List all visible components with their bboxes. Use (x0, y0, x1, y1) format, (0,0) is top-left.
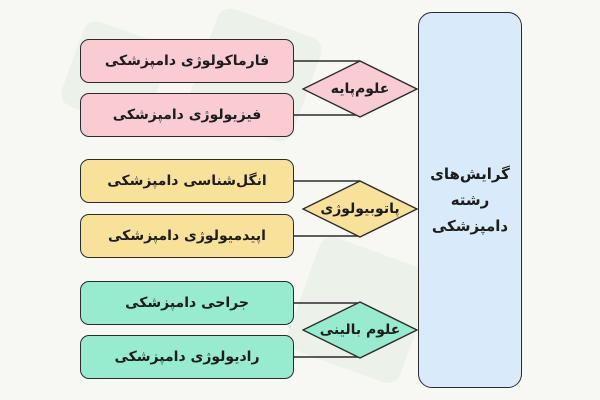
branch-node-basic-sciences: علوم‌پایه (302, 60, 418, 118)
leaf-node: رادیولوژی دامپزشکی (80, 335, 294, 379)
root-node: گرایش‌های رشته دامپزشکی (418, 12, 522, 388)
root-label: گرایش‌های رشته دامپزشکی (430, 165, 510, 235)
diamond-shape (302, 301, 418, 359)
leaf-label: جراحی دامپزشکی (125, 295, 249, 311)
leaf-label: اپیدمیولوژی دامپزشکی (108, 228, 266, 244)
branch-label: پاتوبیولوژی (320, 201, 400, 217)
branch-node-clinical-sciences: علوم بالینی (302, 301, 418, 359)
leaf-label: انگل‌شناسی دامپزشکی (107, 173, 267, 189)
diamond-shape (302, 60, 418, 118)
leaf-label: فارماکولوژی دامپزشکی (104, 53, 270, 69)
leaf-node: فارماکولوژی دامپزشکی (80, 39, 294, 83)
branch-node-pathobiology: پاتوبیولوژی (302, 180, 418, 238)
leaf-node: اپیدمیولوژی دامپزشکی (80, 214, 294, 258)
leaf-node: جراحی دامپزشکی (80, 281, 294, 325)
leaf-label: رادیولوژی دامپزشکی (114, 349, 260, 365)
branch-label: علوم‌پایه (330, 81, 390, 97)
leaf-label: فیزیولوژی دامپزشکی (112, 107, 262, 123)
branch-label: علوم بالینی (319, 322, 401, 338)
diamond-shape (302, 180, 418, 238)
leaf-node: انگل‌شناسی دامپزشکی (80, 159, 294, 203)
leaf-node: فیزیولوژی دامپزشکی (80, 93, 294, 137)
